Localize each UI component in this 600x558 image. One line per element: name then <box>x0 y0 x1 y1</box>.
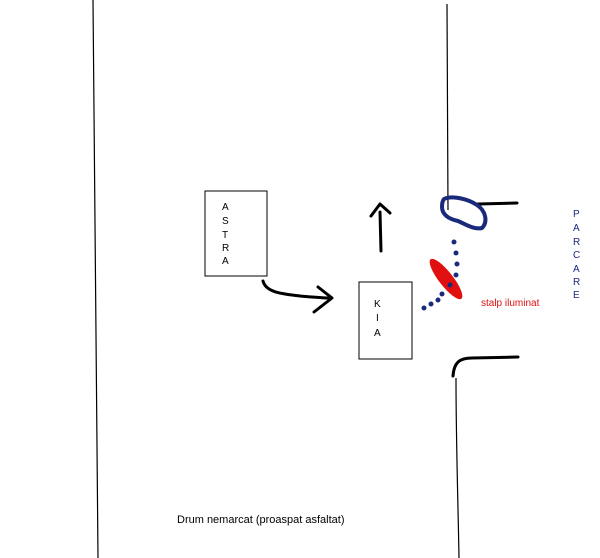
kia-car: K I A <box>358 281 413 360</box>
astra-letter: A <box>222 256 229 267</box>
trajectory-dot <box>454 261 460 267</box>
astra-letter: A <box>222 202 229 213</box>
astra-path-arrow <box>261 279 334 314</box>
road-description-label: Drum nemarcat (proaspat asfaltat) <box>177 514 345 526</box>
trajectory-dot <box>453 250 459 256</box>
kia-box <box>358 281 413 360</box>
trajectory-dot <box>439 291 445 297</box>
parking-letter: E <box>573 290 580 301</box>
lamp-post-label: stalp iluminat <box>481 298 540 309</box>
blue-car <box>440 195 488 231</box>
parking-letter: A <box>573 264 580 275</box>
dotted-trajectory <box>421 239 460 311</box>
parking-letter: P <box>573 209 580 220</box>
trajectory-dot <box>428 301 434 307</box>
left-road-edge <box>92 0 99 558</box>
trajectory-dot <box>447 282 453 288</box>
astra-letter: R <box>222 243 229 254</box>
kia-direction-arrow <box>369 202 392 253</box>
trajectory-dot <box>435 297 441 303</box>
kia-arrow-head <box>369 202 392 218</box>
parking-letter: R <box>573 237 580 248</box>
parking-letter: R <box>573 277 580 288</box>
kia-letter: A <box>374 328 381 339</box>
astra-arrow-head <box>312 285 334 314</box>
trajectory-dot <box>451 239 457 245</box>
astra-box <box>204 190 268 277</box>
astra-letter: S <box>222 216 229 227</box>
astra-letter: T <box>222 230 228 241</box>
parking-letter: C <box>573 250 580 261</box>
side-street-top-curb <box>476 201 519 206</box>
side-street-bottom-curb <box>451 355 520 378</box>
kia-letter: I <box>376 313 379 324</box>
kia-arrow-shaft <box>378 210 383 253</box>
right-road-edge-upper <box>446 3 449 211</box>
astra-car: A S T R A <box>204 190 268 277</box>
trajectory-dot <box>421 305 427 311</box>
parking-letter: A <box>573 223 580 234</box>
lamp-post-marker <box>429 258 463 300</box>
kia-letter: K <box>374 299 381 310</box>
trajectory-dot <box>453 272 459 278</box>
parking-label: P A R C A R E <box>573 209 580 301</box>
right-road-edge-lower <box>455 377 460 558</box>
astra-path-line <box>261 279 333 300</box>
